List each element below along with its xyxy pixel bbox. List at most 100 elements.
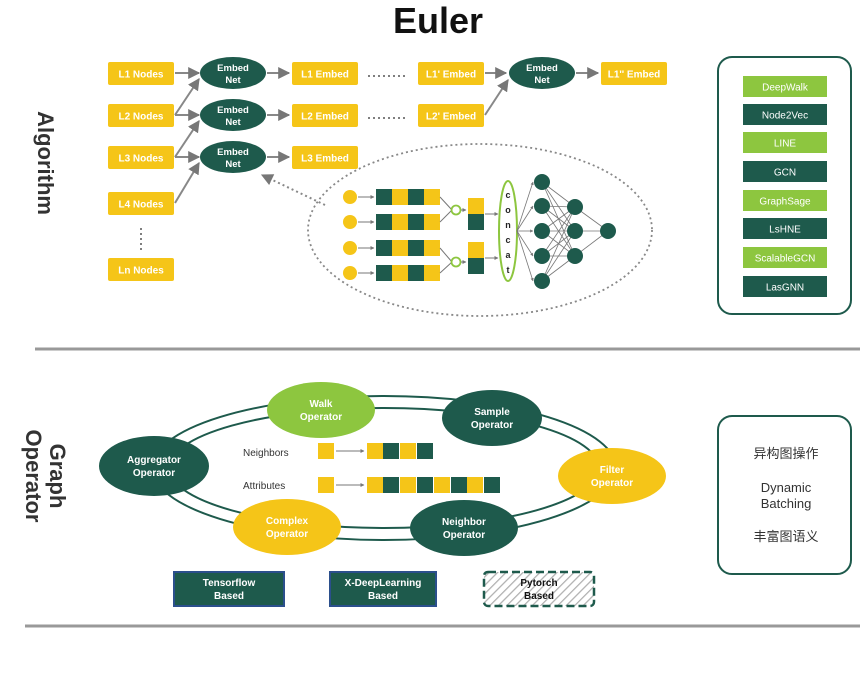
embed-net-4: Embed Net <box>509 57 575 89</box>
prime-to-embed-net-arrows <box>484 67 509 116</box>
model-line: LINE <box>743 132 827 153</box>
concat-letter: n <box>505 220 511 230</box>
operator-label: Operator <box>300 412 342 423</box>
node-box-l1: L1 Nodes <box>108 62 174 85</box>
embed-label: L1 Embed <box>301 70 349 81</box>
attributes-row <box>318 477 500 493</box>
embed-net-1: Embed Net <box>200 57 266 89</box>
embed-box-l3: L3 Embed <box>292 146 358 169</box>
embed-net-label: Embed <box>526 63 558 74</box>
section-label-graph: Graph <box>45 444 70 509</box>
embed-prime-label: L2' Embed <box>426 112 476 123</box>
node-label: L3 Nodes <box>118 154 163 165</box>
operator-label: Filter <box>600 465 625 476</box>
embed-net-label: Net <box>534 75 550 86</box>
model-gcn: GCN <box>743 161 827 182</box>
embed-net-label: Net <box>225 117 241 128</box>
concat-letter: t <box>507 265 510 275</box>
operator-label: Neighbor <box>442 517 486 528</box>
aggregator-operator: Aggregator Operator <box>99 436 209 496</box>
operator-label: Operator <box>443 530 485 541</box>
operator-label: Walk <box>310 399 333 410</box>
model-lasgnn: LasGNN <box>743 276 827 297</box>
feature-rich-graph-semantics: 丰富图语义 <box>753 529 818 544</box>
node-label: L2 Nodes <box>118 112 163 123</box>
feature-dynamic: Dynamic <box>761 480 812 495</box>
embed-double-prime-box: L1'' Embed <box>601 62 667 85</box>
embed-prime-label: L1' Embed <box>426 70 476 81</box>
model-scalablegcn: ScalableGCN <box>743 247 827 268</box>
tensorflow-backend: Tensorflow Based <box>173 571 285 607</box>
embed-prime-box-l1: L1' Embed <box>418 62 484 85</box>
embed-prime-box-l2: L2' Embed <box>418 104 484 127</box>
section-label-algorithm: Algorithm <box>33 111 58 215</box>
node-box-ln: Ln Nodes <box>108 258 174 281</box>
features-panel: 异构图操作 Dynamic Batching 丰富图语义 <box>717 415 852 575</box>
concat-letter: o <box>505 205 511 215</box>
concat-letter: a <box>505 250 511 260</box>
embed-net-2: Embed Net <box>200 99 266 131</box>
backend-label: Based <box>368 591 398 602</box>
concat-letter: c <box>505 190 510 200</box>
operator-label: Operator <box>266 529 308 540</box>
operator-label: Operator <box>133 468 175 479</box>
neighbors-row <box>318 443 433 459</box>
pytorch-backend: Pytorch Based <box>482 570 596 608</box>
sample-operator: Sample Operator <box>442 390 542 446</box>
embed-box-l1: L1 Embed <box>292 62 358 85</box>
operator-label: Sample <box>474 407 510 418</box>
operator-label: Complex <box>266 516 309 527</box>
backend-label: X-DeepLearning <box>345 578 422 589</box>
node-box-l2: L2 Nodes <box>108 104 174 127</box>
node-to-embed-arrows <box>174 67 201 204</box>
backend-label: Pytorch <box>520 578 557 589</box>
embed-net-label: Net <box>225 75 241 86</box>
dotted-connectors <box>368 75 408 119</box>
detail-ellipse <box>307 143 653 317</box>
model-label: LsHNE <box>769 225 801 236</box>
model-label: LINE <box>774 139 797 150</box>
xdl-backend: X-DeepLearning Based <box>329 571 437 607</box>
model-deepwalk: DeepWalk <box>743 76 827 97</box>
feature-heterogeneous-graph-ops: 异构图操作 <box>753 446 818 461</box>
node-label: Ln Nodes <box>118 266 164 277</box>
node-label: L4 Nodes <box>118 200 163 211</box>
feature-batching: Batching <box>761 496 812 511</box>
network-detail: c o n c a t <box>343 174 616 289</box>
model-label: GCN <box>774 168 796 179</box>
neighbor-operator: Neighbor Operator <box>410 500 518 556</box>
section-label-operator: Operator <box>21 430 46 523</box>
node-input-column: L1 Nodes L2 Nodes L3 Nodes L4 Nodes Ln N… <box>108 62 174 281</box>
concat-letter: c <box>505 235 510 245</box>
model-label: LasGNN <box>766 283 804 294</box>
model-label: Node2Vec <box>762 111 808 122</box>
model-list-panel: DeepWalk Node2Vec LINE GCN GraphSage LsH… <box>717 56 852 315</box>
backend-label: Tensorflow <box>203 578 256 589</box>
backend-label: Based <box>214 591 244 602</box>
model-label: GraphSage <box>759 197 811 208</box>
node-box-l4: L4 Nodes <box>108 192 174 215</box>
neighbors-label: Neighbors <box>243 448 289 459</box>
model-label: ScalableGCN <box>755 254 816 265</box>
complex-operator: Complex Operator <box>233 499 341 555</box>
embed-net-to-embed-arrows <box>267 67 291 163</box>
embed-net-label: Embed <box>217 105 249 116</box>
backend-label: Based <box>524 591 554 602</box>
embed-label: L2 Embed <box>301 112 349 123</box>
node-box-l3: L3 Nodes <box>108 146 174 169</box>
model-graphsage: GraphSage <box>743 190 827 211</box>
embed-net-3: Embed Net <box>200 141 266 173</box>
operator-ring <box>151 395 617 541</box>
node-label: L1 Nodes <box>118 70 163 81</box>
embed-net-label: Net <box>225 159 241 170</box>
attributes-label: Attributes <box>243 481 285 492</box>
model-lshne: LsHNE <box>743 218 827 239</box>
walk-operator: Walk Operator <box>267 382 375 438</box>
embed-net-label: Embed <box>217 147 249 158</box>
embed-label: L3 Embed <box>301 154 349 165</box>
model-node2vec: Node2Vec <box>743 104 827 125</box>
model-label: DeepWalk <box>762 83 809 94</box>
operator-label: Operator <box>471 420 513 431</box>
operator-label: Operator <box>591 478 633 489</box>
